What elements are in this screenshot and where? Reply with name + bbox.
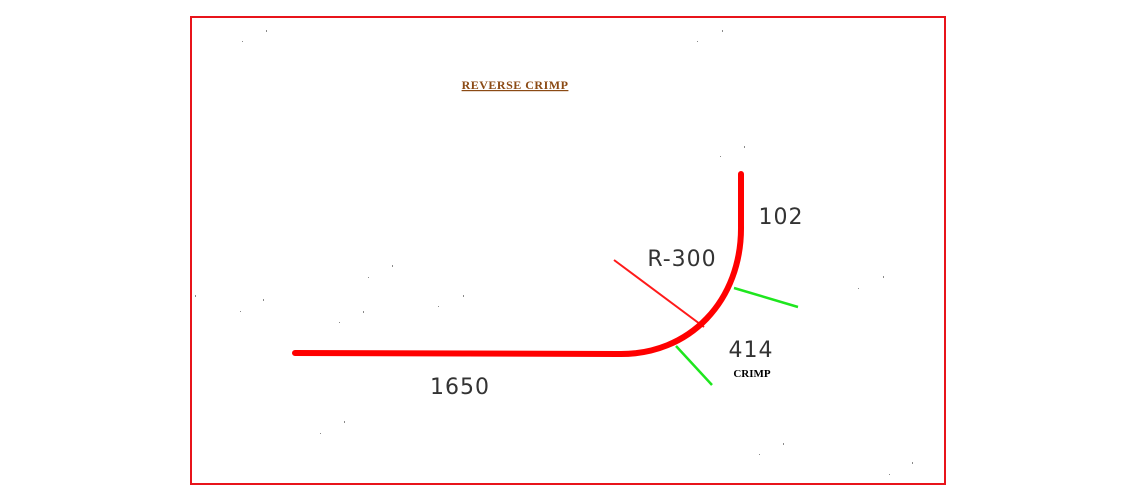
crimp-end-tick [733,286,799,309]
crimp-start-tick [675,345,713,386]
radius-label: R-300 [647,247,716,272]
arc-length-label: 414 [729,338,774,363]
speckle-marks [195,30,913,475]
rebar-bar [292,171,745,358]
end-length-label: 102 [759,205,804,230]
drawing-frame [190,16,946,485]
crimp-label: CRIMP [733,368,771,380]
drawing-title: REVERSE CRIMP [462,78,569,92]
radius-line [613,259,705,328]
straight-length-label: 1650 [430,375,490,400]
